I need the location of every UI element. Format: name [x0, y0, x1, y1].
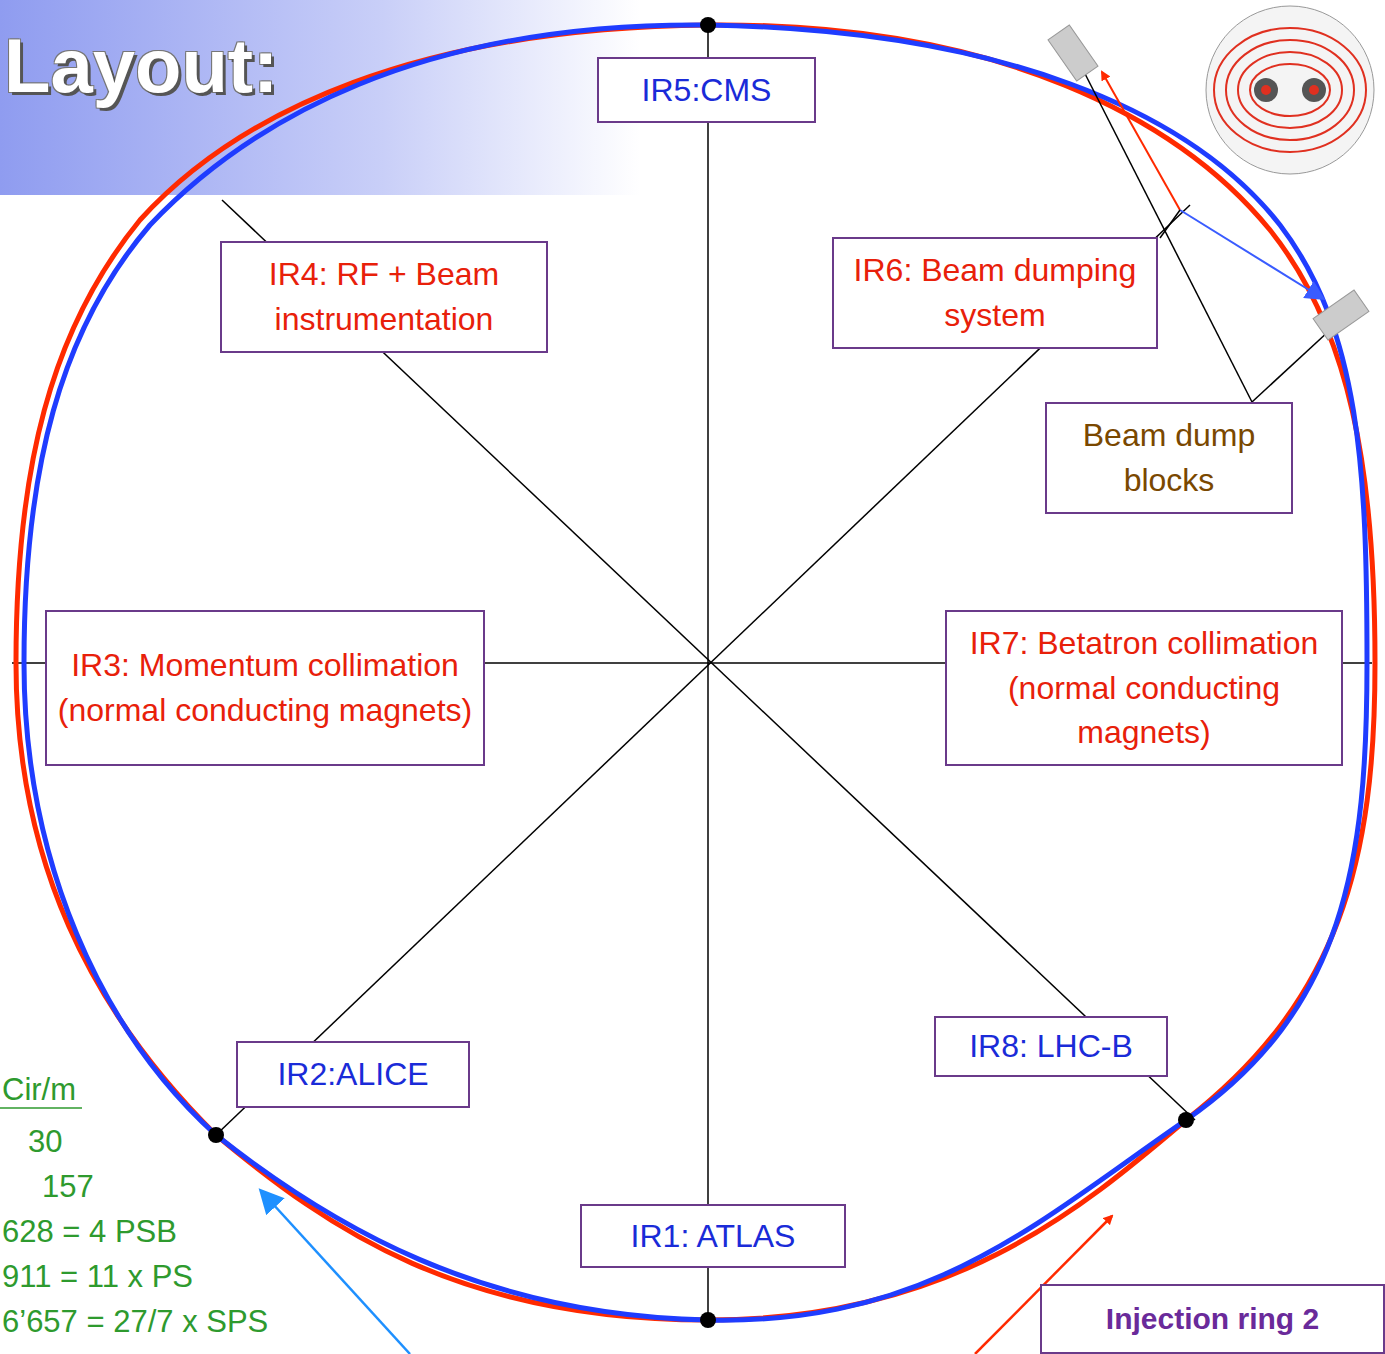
- region-box: IR6: Beam dumping system: [832, 237, 1158, 349]
- region-box: IR5:CMS: [597, 57, 816, 123]
- region-label: IR2:ALICE: [277, 1052, 428, 1097]
- injection-arrow: [262, 1192, 410, 1354]
- region-box: IR3: Momentum collimation (normal conduc…: [45, 610, 485, 766]
- dump-block: [1048, 25, 1098, 81]
- dipole-logo: [1206, 6, 1374, 174]
- extraction-arrow: [1102, 72, 1180, 210]
- region-box: Beam dump blocks: [1045, 402, 1293, 514]
- region-label: IR5:CMS: [642, 68, 772, 113]
- table-cell: 30: [28, 1124, 62, 1160]
- table-cell: 157: [42, 1169, 94, 1205]
- table-cell: 628 = 4 PSB: [2, 1214, 177, 1250]
- region-box: IR7: Betatron collimation (normal conduc…: [945, 610, 1343, 766]
- region-label: Beam dump blocks: [1057, 413, 1281, 503]
- table-cell: 911 = 11 x PS: [2, 1259, 193, 1295]
- region-label: IR1: ATLAS: [631, 1214, 796, 1259]
- region-box: Injection ring 2: [1040, 1284, 1385, 1354]
- region-label: Injection ring 2: [1106, 1298, 1319, 1340]
- region-box: IR8: LHC-B: [934, 1016, 1168, 1077]
- dump-block: [1313, 290, 1369, 340]
- region-label: IR7: Betatron collimation (normal conduc…: [957, 621, 1331, 755]
- region-label: IR4: RF + Beam instrumentation: [232, 252, 536, 342]
- region-label: IR3: Momentum collimation (normal conduc…: [57, 643, 473, 733]
- region-label: IR6: Beam dumping system: [844, 248, 1146, 338]
- region-box: IR1: ATLAS: [580, 1204, 846, 1268]
- region-box: IR2:ALICE: [236, 1041, 470, 1108]
- ring-2: [24, 25, 1367, 1320]
- slide-title: Layout:: [4, 22, 278, 109]
- table-cell: Cir/m: [2, 1072, 76, 1108]
- table-cell: 6’657 = 27/7 x SPS: [2, 1304, 268, 1340]
- region-box: IR4: RF + Beam instrumentation: [220, 241, 548, 353]
- extraction-arrow: [1180, 210, 1322, 298]
- spokes: [12, 25, 1372, 1320]
- underline: [0, 1107, 82, 1109]
- ring-1: [16, 25, 1375, 1320]
- region-label: IR8: LHC-B: [969, 1024, 1133, 1069]
